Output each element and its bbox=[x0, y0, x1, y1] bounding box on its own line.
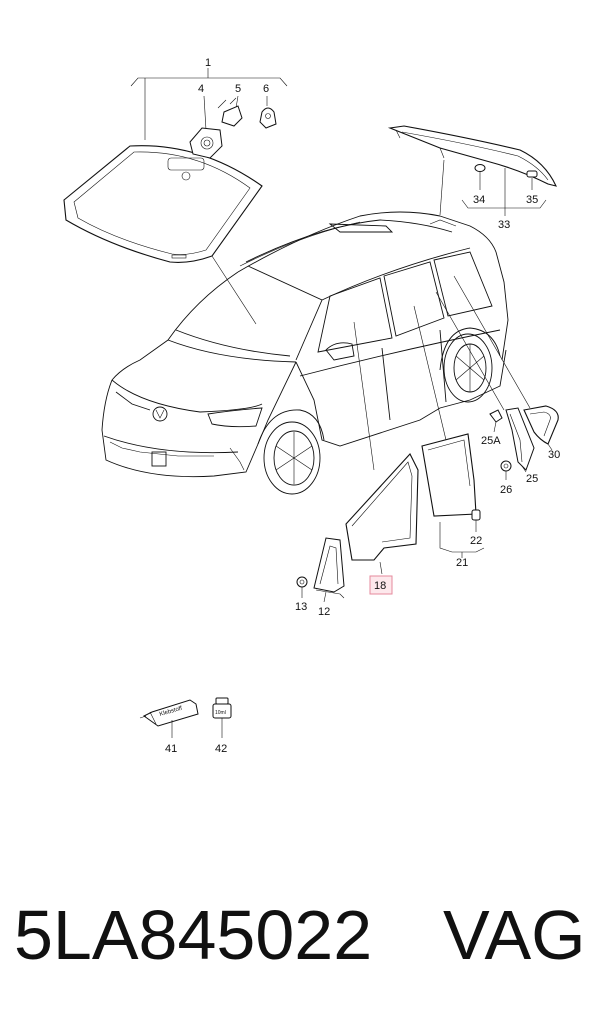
callout-30: 30 bbox=[548, 449, 560, 461]
part-42-bottle: 10ml 42 bbox=[212, 697, 232, 755]
part-41-adhesive-tube: Klebstoff 41 bbox=[139, 699, 199, 755]
callout-group-1: 1 bbox=[130, 57, 288, 140]
brand-name: VAG bbox=[443, 896, 586, 974]
part-number: 5LA845022 bbox=[14, 896, 373, 974]
leader-lines bbox=[211, 255, 531, 471]
callout-25: 25 bbox=[526, 473, 538, 485]
part-30-quarter-glass: 30 bbox=[523, 405, 560, 461]
windshield bbox=[63, 145, 263, 263]
callout-12: 12 bbox=[318, 606, 330, 618]
part-6-clip: 6 bbox=[259, 83, 277, 129]
callout-42: 42 bbox=[215, 743, 227, 755]
callout-1: 1 bbox=[205, 57, 211, 69]
callout-26: 26 bbox=[500, 484, 512, 496]
callout-5: 5 bbox=[235, 83, 241, 95]
callout-21: 21 bbox=[456, 557, 468, 569]
car-body bbox=[101, 211, 509, 495]
footer: 5LA845022 VAG bbox=[0, 880, 600, 990]
callout-35: 35 bbox=[526, 194, 538, 206]
callout-18: 18 bbox=[374, 580, 386, 592]
callout-4: 4 bbox=[198, 83, 204, 95]
parts-diagram: 1 4 5 6 bbox=[63, 57, 560, 755]
callout-18-highlight bbox=[369, 575, 393, 595]
part-18-front-door-glass: 18 bbox=[345, 453, 419, 595]
callout-33: 33 bbox=[498, 219, 510, 231]
rear-window bbox=[387, 125, 557, 216]
part-21-rear-door-glass: 22 21 bbox=[421, 433, 485, 569]
callout-22: 22 bbox=[470, 535, 482, 547]
callout-34: 34 bbox=[473, 194, 485, 206]
callout-group-33: 34 35 33 bbox=[461, 164, 547, 231]
callout-13: 13 bbox=[295, 601, 307, 613]
part-5-bracket: 5 bbox=[217, 83, 243, 127]
callout-6: 6 bbox=[263, 83, 269, 95]
callout-25a: 25A bbox=[481, 435, 501, 447]
part-25-rear-trim: 25A 26 25 bbox=[481, 407, 538, 496]
part-12-corner-piece: 12 13 bbox=[295, 537, 345, 618]
part-4-rain-sensor: 4 bbox=[189, 83, 223, 159]
bottle-label: 10ml bbox=[215, 710, 226, 716]
callout-41: 41 bbox=[165, 743, 177, 755]
